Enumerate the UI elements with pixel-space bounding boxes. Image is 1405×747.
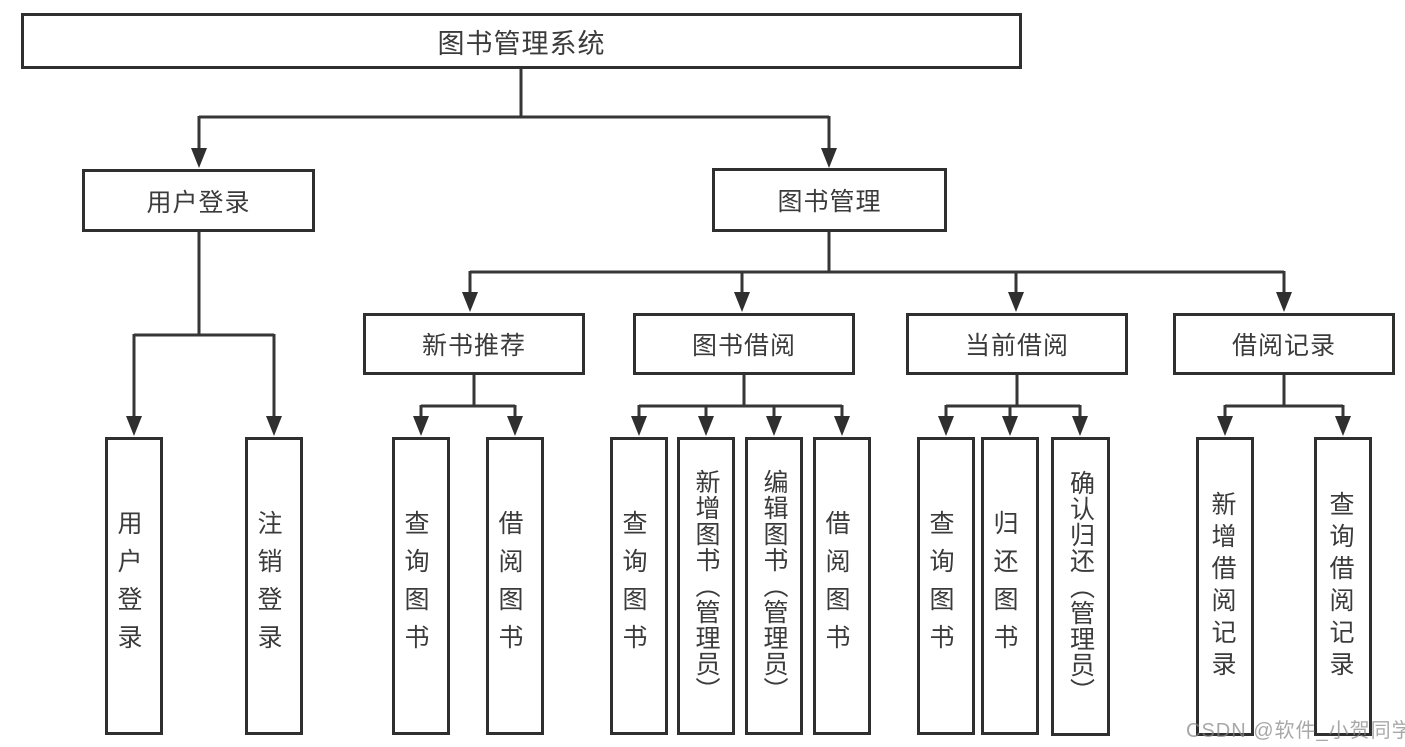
arrowhead-icon	[766, 416, 782, 436]
arrowhead-icon	[1008, 292, 1024, 312]
arrowhead-icon	[734, 292, 750, 312]
node-root-label: 图书管理系统	[437, 28, 606, 59]
node-leaf-query-book-borrow: 查询图书	[610, 437, 668, 735]
node-book-borrow-label: 图书借阅	[691, 332, 796, 360]
arrowhead-icon	[1002, 416, 1018, 436]
node-leaf-query-book-recommend-label: 查询图书	[401, 510, 429, 662]
node-new-book-recommend: 新书推荐	[363, 313, 585, 375]
node-current-borrow: 当前借阅	[906, 313, 1128, 375]
node-borrow-records-label: 借阅记录	[1231, 332, 1336, 360]
node-leaf-add-borrow-record: 新增借阅记录	[1196, 437, 1254, 736]
node-book-borrow: 图书借阅	[633, 313, 855, 375]
node-leaf-query-book-current: 查询图书	[917, 437, 975, 735]
arrowhead-icon	[1217, 416, 1233, 436]
node-leaf-return-book: 归还图书	[981, 437, 1039, 735]
arrowhead-icon	[834, 416, 850, 436]
node-leaf-user-login-label: 用户登录	[114, 510, 142, 662]
node-leaf-query-book-recommend: 查询图书	[392, 437, 450, 735]
node-borrow-records: 借阅记录	[1173, 313, 1395, 375]
csdn-watermark: CSDN @软件_小贺同学	[1186, 720, 1405, 742]
arrowhead-icon	[413, 416, 429, 436]
arrowhead-icon	[1072, 416, 1088, 436]
node-leaf-borrow-book-recommend: 借阅图书	[486, 437, 544, 735]
arrowhead-icon	[462, 292, 478, 312]
node-leaf-confirm-return-admin-label: 确认归还（管理员）	[1066, 469, 1095, 704]
node-leaf-borrow-book-recommend-label: 借阅图书	[495, 510, 523, 662]
node-book-management-label: 图书管理	[777, 188, 882, 216]
node-leaf-edit-book-admin: 编辑图书（管理员）	[745, 437, 803, 735]
node-leaf-query-book-borrow-label: 查询图书	[619, 510, 647, 662]
arrowhead-icon	[507, 416, 523, 436]
arrowhead-icon	[1276, 292, 1292, 312]
node-leaf-return-book-label: 归还图书	[990, 510, 1018, 662]
node-book-management: 图书管理	[712, 168, 947, 232]
node-leaf-borrow-book-borrow: 借阅图书	[813, 437, 871, 735]
node-leaf-logout: 注销登录	[245, 437, 303, 735]
node-leaf-confirm-return-admin: 确认归还（管理员）	[1051, 437, 1110, 736]
arrowhead-icon	[631, 416, 647, 436]
node-leaf-borrow-book-borrow-label: 借阅图书	[822, 510, 850, 662]
node-root: 图书管理系统	[21, 13, 1022, 69]
node-current-borrow-label: 当前借阅	[964, 332, 1069, 360]
node-leaf-logout-label: 注销登录	[254, 510, 282, 662]
node-leaf-query-borrow-record-label: 查询借阅记录	[1326, 490, 1354, 683]
node-leaf-add-borrow-record-label: 新增借阅记录	[1208, 490, 1236, 683]
arrowhead-icon	[266, 416, 282, 436]
node-user-login: 用户登录	[82, 169, 315, 232]
node-leaf-add-book-admin: 新增图书（管理员）	[677, 437, 735, 735]
node-new-book-recommend-label: 新书推荐	[421, 332, 526, 360]
arrowhead-icon	[1335, 416, 1351, 436]
arrowhead-icon	[821, 148, 837, 168]
arrowhead-icon	[126, 416, 142, 436]
arrowhead-icon	[191, 148, 207, 168]
node-leaf-query-borrow-record: 查询借阅记录	[1314, 437, 1372, 736]
node-leaf-add-book-admin-label: 新增图书（管理员）	[692, 469, 720, 703]
node-user-login-label: 用户登录	[146, 188, 251, 217]
node-leaf-edit-book-admin-label: 编辑图书（管理员）	[760, 469, 788, 703]
node-leaf-query-book-current-label: 查询图书	[926, 510, 954, 662]
arrowhead-icon	[698, 416, 714, 436]
arrowhead-icon	[938, 416, 954, 436]
node-leaf-user-login: 用户登录	[105, 437, 163, 735]
